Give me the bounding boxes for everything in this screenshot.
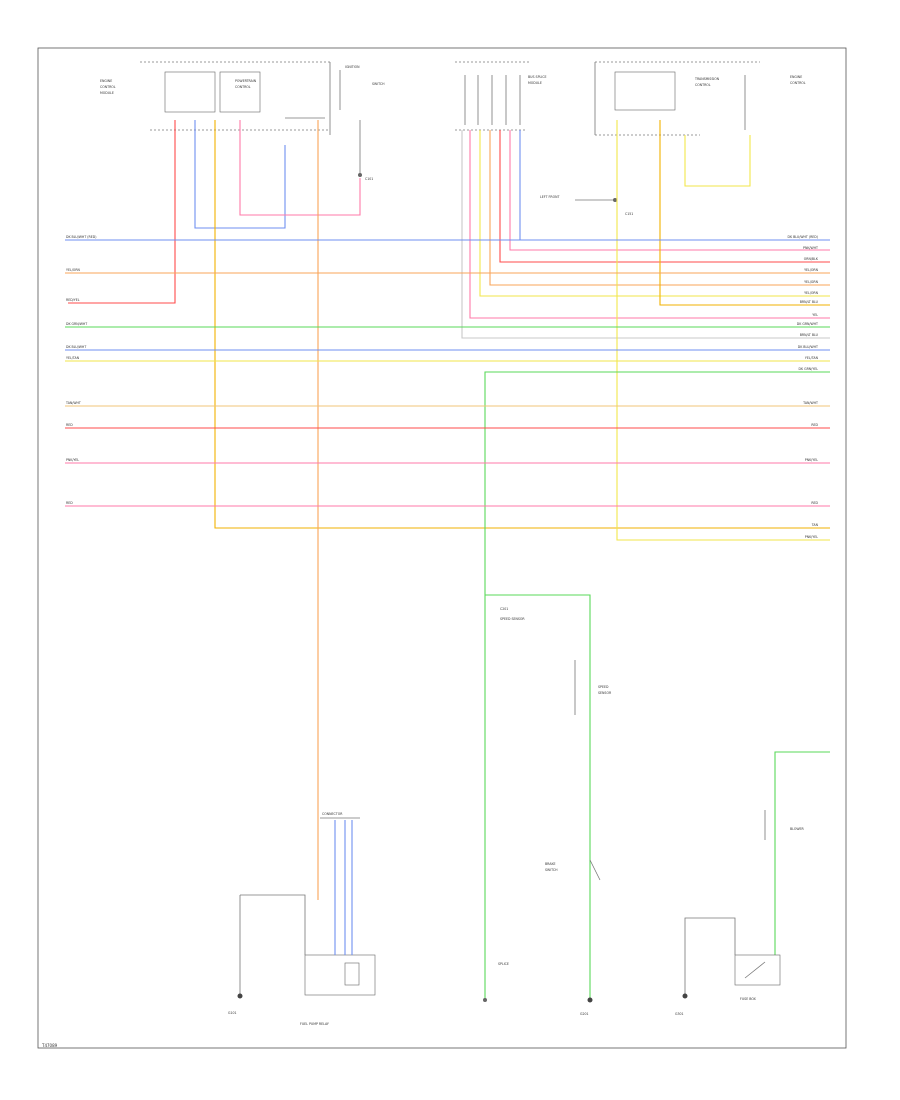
svg-text:SPLICE: SPLICE (498, 962, 509, 966)
bus-label-right: ORN/BLK (804, 257, 819, 261)
bus-label-left: YEL/ORN (66, 268, 81, 272)
lower-left-component: CONNECTOR G101 FUEL PUMP RELAY (228, 812, 376, 1026)
bus-label-right: YEL/ORN (804, 268, 819, 272)
svg-text:BRAKE: BRAKE (545, 862, 556, 866)
bus-label-right: RED (811, 501, 818, 505)
bus-label-right: BRN/LT BLU (800, 300, 819, 304)
bus-label-right: PNK/WHT (803, 246, 818, 250)
bus-label-left: YEL/TAN (66, 356, 80, 360)
svg-text:CONTROL: CONTROL (235, 85, 251, 89)
svg-text:SWITCH: SWITCH (545, 868, 558, 872)
bus-label-left: PNK/YEL (66, 458, 79, 462)
bus-label-right: TAN (811, 523, 819, 527)
top-right-module: TRANSMISSION CONTROL ENGINE CONTROL (594, 61, 806, 136)
svg-text:G201: G201 (580, 1012, 589, 1016)
svg-text:SWITCH: SWITCH (372, 82, 385, 86)
svg-text:CONTROL: CONTROL (790, 81, 806, 85)
bus-label-right: BRN/LT BLU (800, 333, 819, 337)
bus-label-left: RED (66, 423, 73, 427)
svg-text:SPEED: SPEED (598, 685, 609, 689)
lower-middle-components: C201 SPEED SENSOR SPEED SENSOR BRAKE SWI… (483, 594, 612, 1016)
svg-text:POWERTRAIN: POWERTRAIN (235, 79, 257, 83)
svg-text:G301: G301 (675, 1012, 684, 1016)
bus-label-right: RED (811, 423, 818, 427)
top-left-components: ENGINE CONTROL MODULE POWERTRAIN CONTROL… (100, 61, 385, 181)
bus-label-left: TAN/WHT (65, 401, 81, 405)
svg-text:CONTROL: CONTROL (695, 83, 711, 87)
bus-labels-right: DK BLU/WHT (RED) PNK/WHT ORN/BLK YEL/ORN… (788, 235, 819, 539)
svg-text:BUS SPLICE: BUS SPLICE (528, 75, 546, 79)
bus-label-right: PNK/YEL (805, 535, 818, 539)
bus-label-right: TAN/WHT (802, 401, 818, 405)
svg-text:SENSOR: SENSOR (598, 691, 612, 695)
svg-text:C201: C201 (500, 607, 508, 611)
bus-lines (65, 239, 830, 1000)
svg-text:CONNECTOR: CONNECTOR (322, 812, 343, 816)
top-middle-connector: BUS SPLICE MODULE LEFT FRONT C151 (455, 61, 633, 216)
lower-right-components: BLOWER G301 FUSE BOX (675, 751, 830, 1016)
bus-label-right: YEL (812, 313, 818, 317)
bus-label-right: PNK/YEL (805, 458, 818, 462)
svg-text:IGNITION: IGNITION (345, 65, 360, 69)
bus-label-right: YEL/GRN (804, 280, 818, 284)
svg-text:ENGINE: ENGINE (790, 75, 802, 79)
bus-label-left: DK GRN/WHT (66, 322, 87, 326)
svg-text:TRANSMISSION: TRANSMISSION (694, 77, 720, 81)
svg-text:G101: G101 (228, 1011, 237, 1015)
diagram-code: T47089 (41, 1043, 58, 1048)
svg-text:BLOWER: BLOWER (790, 827, 805, 831)
svg-text:C101: C101 (365, 177, 373, 181)
bus-labels-left: DK BLU/WHT (RED) YEL/ORN RED/YEL DK GRN/… (65, 235, 96, 505)
bus-label-right: YEL/ORN (804, 291, 819, 295)
bus-label-left: DK BLU/WHT (66, 345, 86, 349)
svg-text:LEFT FRONT: LEFT FRONT (540, 195, 559, 199)
diagram-frame (37, 47, 847, 1049)
svg-text:CONTROL: CONTROL (100, 85, 116, 89)
svg-text:ENGINE: ENGINE (100, 79, 112, 83)
svg-text:MODULE: MODULE (528, 81, 542, 85)
bus-label-left: RED/YEL (66, 298, 80, 302)
svg-text:MODULE: MODULE (100, 91, 114, 95)
bus-label-left: RED (66, 501, 73, 505)
bus-label-right: DK BLU/WHT (RED) (788, 235, 818, 239)
svg-text:FUSE BOX: FUSE BOX (740, 997, 757, 1001)
bus-label-right: DK GRN/YEL (799, 367, 819, 371)
svg-text:FUEL PUMP RELAY: FUEL PUMP RELAY (300, 1022, 329, 1026)
bus-label-right: YEL/TAN (805, 356, 819, 360)
bus-label-right: DK BLU/WHT (798, 345, 818, 349)
svg-text:SPEED SENSOR: SPEED SENSOR (500, 617, 525, 621)
svg-text:C151: C151 (625, 212, 633, 216)
bus-label-left: DK BLU/WHT (RED) (66, 235, 96, 239)
bus-label-right: DK GRN/WHT (797, 322, 818, 326)
top-drops (68, 120, 830, 900)
